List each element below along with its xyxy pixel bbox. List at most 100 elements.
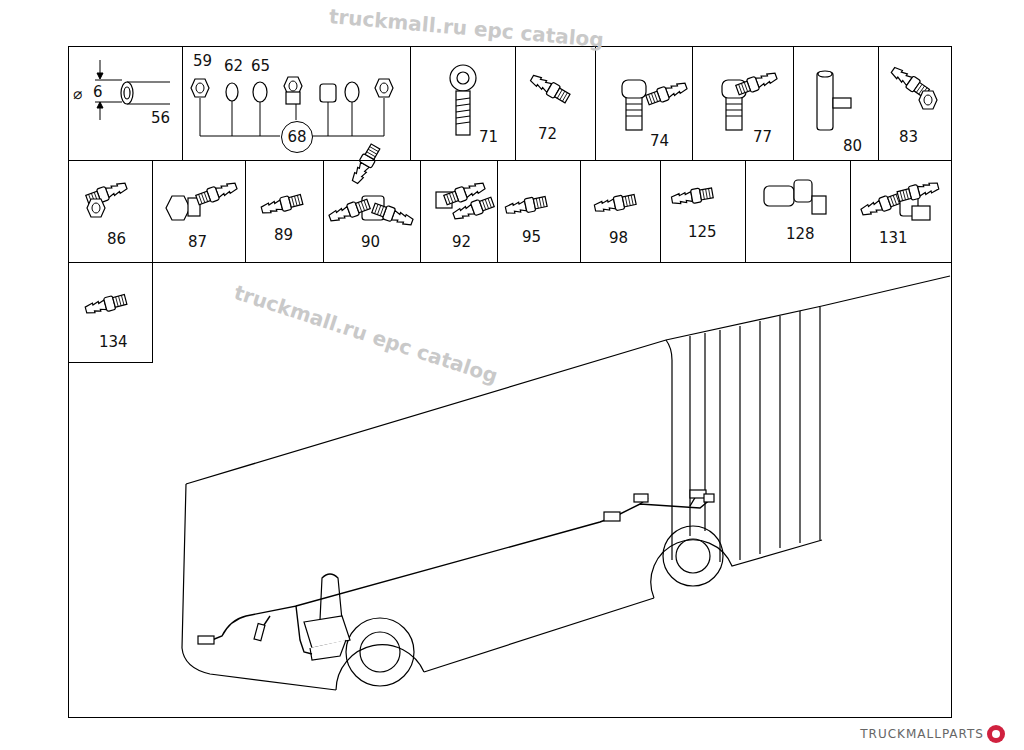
elbow-fitting	[626, 104, 642, 116]
part-cell: 83	[878, 46, 952, 161]
driver-seat	[310, 640, 346, 660]
part-cell: 128	[745, 160, 851, 263]
fitting	[452, 195, 495, 222]
callout-number: 83	[899, 130, 918, 145]
callout-number: 74	[650, 134, 669, 149]
part-cell: 89	[245, 160, 324, 263]
bus-outline	[690, 307, 820, 562]
part-cell: ⌀656	[68, 46, 183, 161]
fitting	[195, 179, 238, 206]
logo-gear	[987, 725, 1005, 743]
callout-number: 68	[287, 130, 306, 145]
bus-outline	[186, 306, 822, 484]
fitting	[260, 193, 303, 217]
dimension-arrow	[97, 73, 103, 79]
seal-kit	[253, 82, 267, 102]
fitting	[371, 201, 414, 228]
connector	[198, 636, 214, 644]
elbow-fitting	[812, 196, 826, 214]
bus-outline	[346, 618, 414, 686]
banjo-fitting	[456, 98, 470, 124]
fitting	[897, 179, 940, 203]
elbow-fitting	[726, 104, 742, 116]
tube-part	[124, 87, 130, 99]
fitting	[87, 199, 105, 217]
bus-outline	[424, 598, 654, 672]
watermark: truckmall.ru epc catalog	[232, 282, 500, 386]
elbow-fitting	[626, 96, 642, 130]
part-cell: 59626568	[182, 46, 411, 161]
callout-number: 77	[753, 130, 772, 145]
wiring-harness	[296, 498, 712, 606]
callout-number: 90	[361, 235, 380, 250]
callout-number: 98	[609, 231, 628, 246]
callout-number: 56	[151, 111, 170, 126]
bus-outline	[182, 276, 950, 690]
bulkhead-fitting	[166, 196, 190, 220]
tee-fitting	[818, 71, 832, 77]
logo-gear	[992, 730, 1000, 738]
callout-number: 87	[188, 235, 207, 250]
callout-number: 71	[479, 130, 498, 145]
tee-fitting	[833, 98, 851, 108]
connector	[604, 512, 620, 521]
banjo-fitting	[450, 65, 476, 135]
fitting	[328, 197, 371, 224]
wiring-harness	[212, 496, 712, 654]
banjo-fitting	[456, 91, 470, 135]
elbow-fitting	[764, 180, 826, 214]
part-cell: 80	[793, 46, 879, 161]
tube-part	[121, 82, 133, 104]
elbow-fitting	[622, 80, 646, 130]
part-cell: 90	[323, 160, 421, 263]
part-cell: 131	[850, 160, 952, 263]
wiring-harness	[212, 606, 312, 654]
fitting	[349, 143, 382, 186]
banjo-fitting	[450, 65, 476, 91]
bulkhead-fitting	[166, 196, 200, 220]
part-cell: 74	[595, 46, 693, 161]
seal-kit	[286, 92, 300, 104]
fitting	[594, 193, 637, 215]
elbow-fitting	[794, 180, 812, 202]
seal-kit	[345, 82, 359, 102]
group-circle: 68	[281, 121, 313, 153]
callout-number: 65	[251, 59, 270, 74]
callout-number: 134	[99, 335, 128, 350]
bus-outline	[822, 276, 950, 306]
tube-part	[121, 82, 170, 104]
connector	[254, 623, 265, 640]
bus-outline	[651, 540, 822, 598]
connector	[198, 490, 714, 644]
elbow-fitting	[764, 186, 794, 206]
fitting	[671, 186, 714, 207]
callout-number: 131	[879, 231, 908, 246]
part-cell: 92	[420, 160, 498, 263]
fitting	[735, 69, 778, 96]
bus-outline	[663, 526, 723, 586]
fitting	[505, 195, 548, 217]
banjo-fitting	[457, 72, 469, 84]
seal-kit	[191, 79, 209, 97]
seal-kit	[320, 84, 336, 102]
callout-number: 95	[522, 230, 541, 245]
part-cell: 72	[515, 46, 596, 161]
part-cell: 125	[660, 160, 746, 263]
fitting	[645, 79, 688, 106]
fitting	[860, 191, 903, 218]
elbow-fitting	[622, 80, 646, 98]
callout-number: 89	[274, 228, 293, 243]
tee-fitting	[912, 206, 930, 220]
connector	[704, 494, 714, 502]
watermark: truckmall.ru epc catalog	[328, 6, 604, 50]
part-cell: 87	[152, 160, 246, 263]
callout-number: 92	[452, 235, 471, 250]
elbow-fitting	[726, 96, 742, 130]
part-cell: 95	[497, 160, 581, 263]
tee-fitting	[817, 72, 833, 130]
bus-outline	[676, 539, 710, 573]
part-cell: 77	[692, 46, 794, 161]
part-cell: 134	[68, 262, 153, 363]
callout-number: 59	[193, 54, 212, 69]
